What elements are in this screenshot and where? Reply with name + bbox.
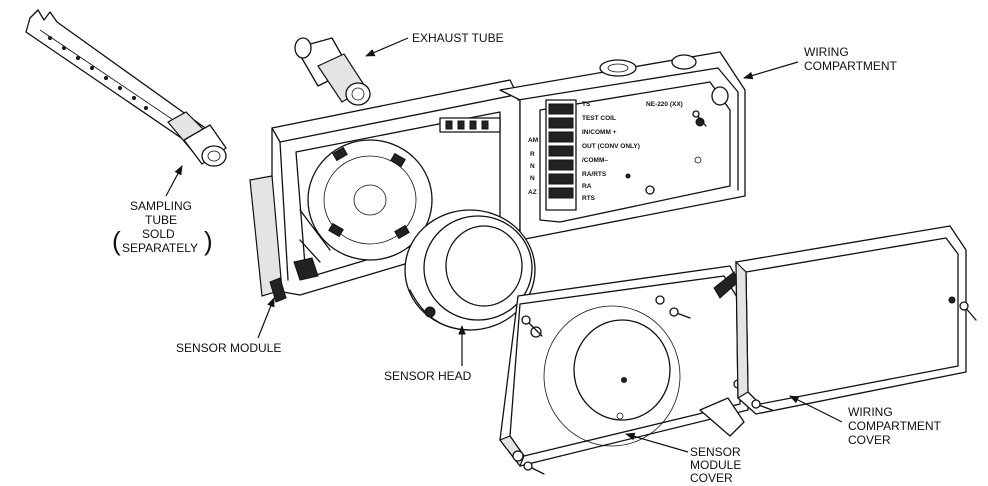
label-wiring-compartment-line2: COMPARTMENT [804,59,898,73]
terminal-side-label-5: AZ [528,189,537,196]
terminal-label-8: RTS [582,195,596,202]
leader-sensor-module-cover [625,432,689,453]
wiring-compartment-box: TS TEST COIL IN/COMM + OUT (CONV ONLY) /… [499,51,746,241]
leader-wiring-compartment [743,61,799,80]
terminal-side-label-1: AM [528,137,538,144]
leader-sampling-tube [165,165,183,197]
screw-4 [523,461,545,475]
screw-5 [959,301,977,321]
terminal-side-label-2: R [530,151,535,158]
label-sensor-module-cover-line3: COVER [690,471,733,485]
label-wiring-compartment-cover-line1: WIRING [848,405,893,419]
screw-6 [692,110,707,127]
sampling-tube [25,9,227,167]
terminal-side-label-4: N [530,175,535,182]
wiring-compartment-cover [735,225,967,415]
screw-1 [521,315,543,337]
terminal-label-4: OUT (CONV ONLY) [582,143,640,150]
terminal-label-2: TEST COIL [582,115,616,122]
knockout-2 [671,54,697,70]
terminal-label-3: IN/COMM + [582,129,617,136]
label-wiring-compartment-cover-line2: COMPARTMENT [848,419,942,433]
label-sampling-tube-line2: TUBE [145,213,177,227]
paren-close: ) [204,226,213,256]
leader-sensor-module [257,297,275,339]
sensor-module-cover [499,265,749,468]
label-exhaust-tube: EXHAUST TUBE [412,31,504,45]
terminal-side-label-3: N [530,163,535,170]
label-sold-separately-line1: SOLD [142,227,175,241]
exhaust-tube [294,37,371,106]
housing-terminal-strip [439,117,501,133]
label-sensor-module-cover-line1: SENSOR [690,445,741,459]
sensor-head [404,209,536,331]
terminal-label-1: TS [582,101,591,108]
label-sold-separately-line2: SEPARATELY [122,241,198,255]
terminal-label-6: RA/RTS [582,171,607,178]
label-sensor-module-cover-line2: MODULE [690,458,741,472]
label-sensor-head: SENSOR HEAD [384,369,472,383]
label-wiring-compartment-cover-line3: COVER [848,433,891,447]
terminal-header: NE-220 (XX) [646,101,683,108]
paren-open: ( [112,226,121,256]
leader-wiring-compartment-cover [789,395,843,423]
screws [521,110,977,475]
label-sampling-tube-line1: SAMPLING [130,199,192,213]
terminal-label-7: RA [582,183,592,190]
label-sensor-module: SENSOR MODULE [176,341,281,355]
label-wiring-compartment-line1: WIRING [804,45,849,59]
sensor-base-contacts [328,146,410,240]
sampling-tube-holes [48,36,148,110]
terminal-label-5: /COMM– [582,157,608,164]
sampling-tube-connector [167,111,227,167]
knockout-1 [599,59,637,77]
screw-3 [751,399,773,411]
terminal-block [545,99,577,211]
screw-2 [669,307,691,319]
leader-exhaust-tube [365,37,409,57]
